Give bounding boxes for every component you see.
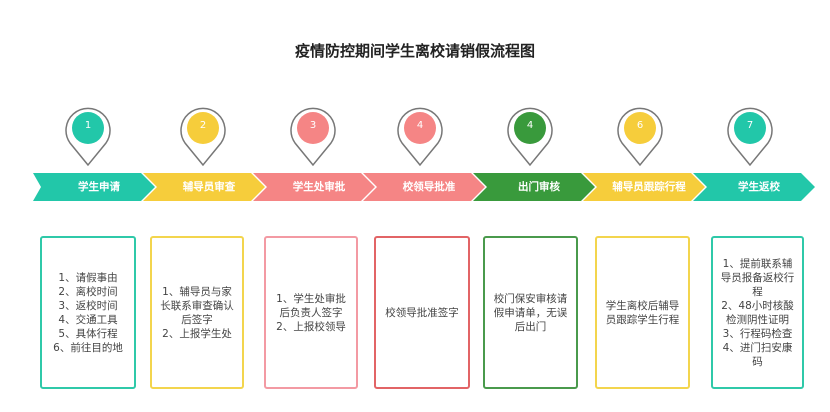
step-number: 4 xyxy=(526,120,534,131)
detail-line: 3、返校时间 xyxy=(58,299,118,312)
step-number: 4 xyxy=(416,120,424,131)
step-marker-pin: 1 xyxy=(62,103,114,167)
step-number: 6 xyxy=(636,120,644,131)
step-detail-box: 学生离校后辅导员跟踪学生行程 xyxy=(595,236,690,389)
page-title: 疫情防控期间学生离校请销假流程图 xyxy=(294,42,535,60)
detail-line: 2、离校时间 xyxy=(58,285,118,298)
detail-line: 2、48小时核酸检测阴性证明 xyxy=(721,299,794,326)
detail-line: 1、学生处审批后负责人签字 xyxy=(276,292,346,319)
step-marker-pin: 4 xyxy=(394,103,446,167)
step-number: 3 xyxy=(309,120,317,131)
step-detail-box: 校门保安审核请假申请单，无误后出门 xyxy=(483,236,578,389)
step-marker-pin: 4 xyxy=(504,103,556,167)
detail-line: 校领导批准签字 xyxy=(385,306,459,319)
step-label-chevron: 校领导批准 xyxy=(363,173,485,201)
map-pin-icon xyxy=(507,107,553,167)
map-pin-icon xyxy=(617,107,663,167)
detail-line: 3、行程码检查 xyxy=(722,327,793,340)
detail-line: 1、辅导员与家长联系审查确认后签字 xyxy=(160,285,234,326)
step-label-chevron: 学生返校 xyxy=(693,173,815,201)
detail-line: 4、交通工具 xyxy=(58,313,118,326)
detail-line: 1、请假事由 xyxy=(58,271,118,284)
map-pin-icon xyxy=(65,107,111,167)
detail-line: 1、提前联系辅导员报备返校行程 xyxy=(720,257,795,298)
step-marker-pin: 3 xyxy=(287,103,339,167)
map-pin-icon xyxy=(180,107,226,167)
step-label-chevron: 出门审核 xyxy=(473,173,595,201)
step-label-chevron: 辅导员审查 xyxy=(143,173,265,201)
step-label-chevron: 学生申请 xyxy=(33,173,155,201)
step-label-chevron: 学生处审批 xyxy=(253,173,375,201)
step-marker-pin: 7 xyxy=(724,103,776,167)
map-pin-icon xyxy=(727,107,773,167)
step-number: 7 xyxy=(746,120,754,131)
step-number: 2 xyxy=(199,120,207,131)
step-label-chevron: 辅导员跟踪行程 xyxy=(583,173,705,201)
detail-line: 6、前往目的地 xyxy=(53,341,123,354)
detail-line: 4、进门扫安康码 xyxy=(722,341,793,368)
detail-line: 校门保安审核请假申请单，无误后出门 xyxy=(493,292,568,333)
step-number: 1 xyxy=(84,120,92,131)
step-detail-box: 校领导批准签字 xyxy=(374,236,470,389)
step-marker-pin: 6 xyxy=(614,103,666,167)
detail-line: 2、上报学生处 xyxy=(162,327,232,340)
step-marker-pin: 2 xyxy=(177,103,229,167)
detail-line: 5、具体行程 xyxy=(58,327,118,340)
detail-line: 学生离校后辅导员跟踪学生行程 xyxy=(605,299,680,326)
map-pin-icon xyxy=(290,107,336,167)
detail-line: 2、上报校领导 xyxy=(276,320,346,333)
map-pin-icon xyxy=(397,107,443,167)
